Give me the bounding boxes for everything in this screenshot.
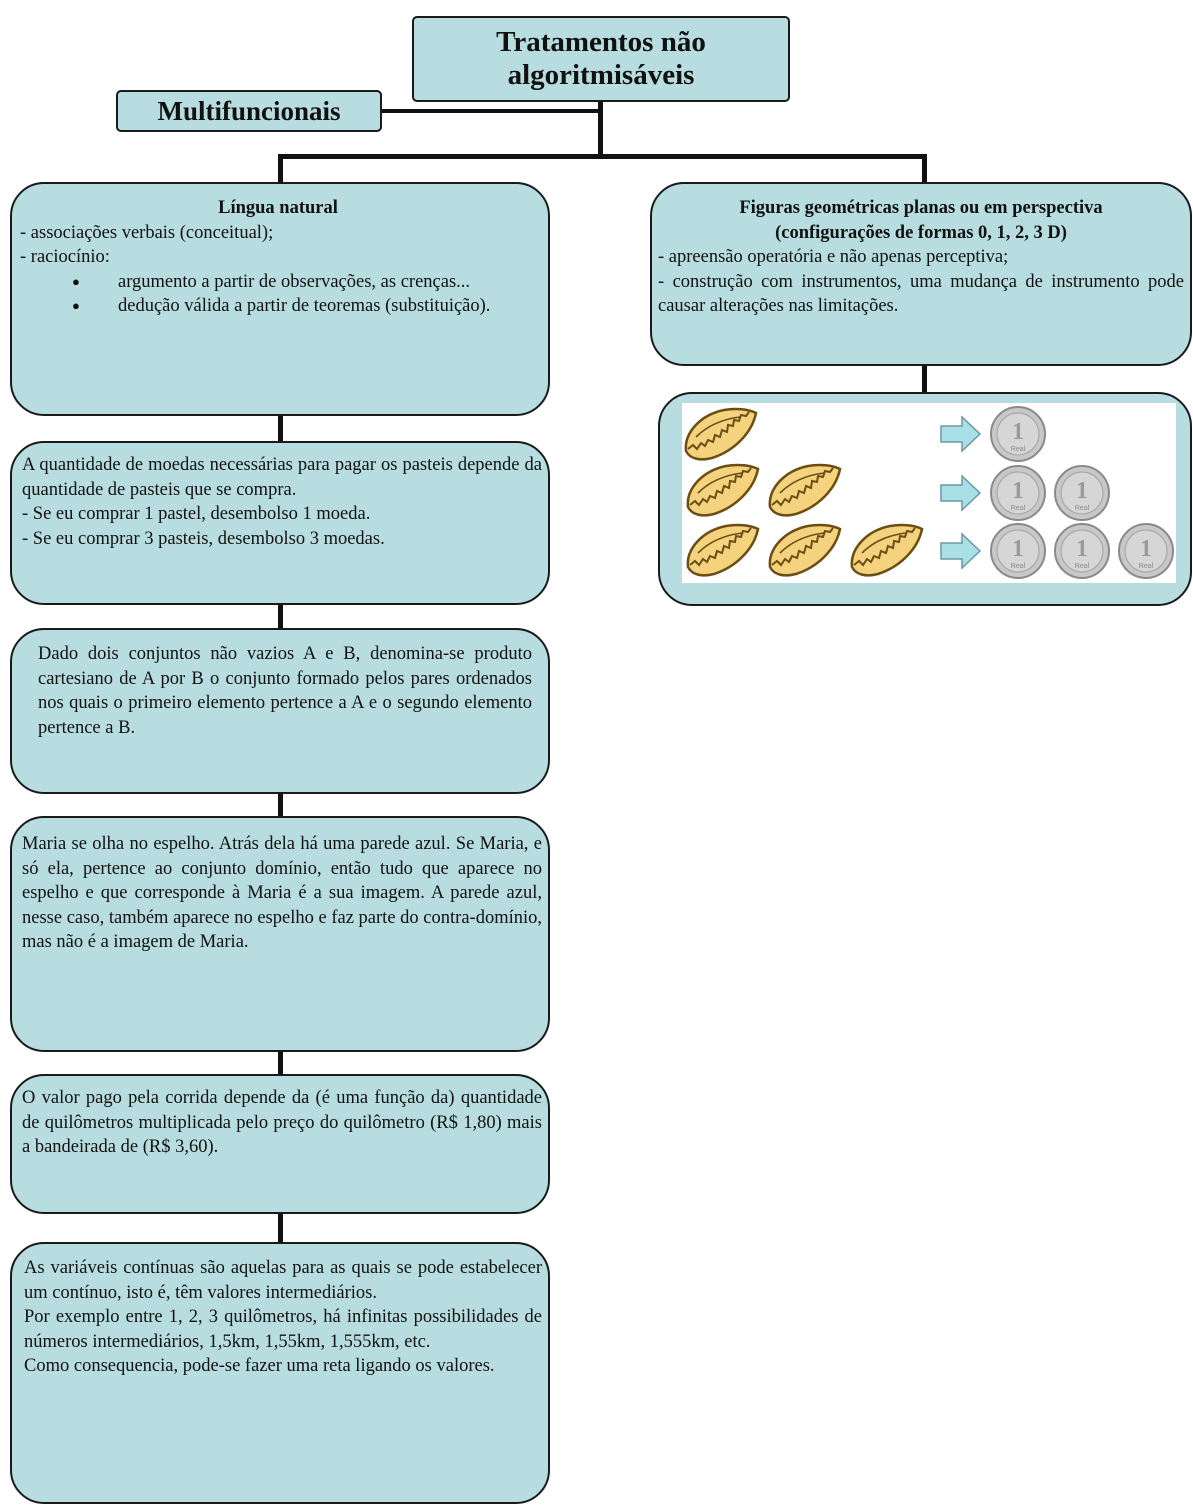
coin-icon	[1118, 523, 1174, 579]
pastel-icon	[686, 463, 760, 517]
connector-multifuncionais	[380, 109, 600, 113]
arrow-icon	[940, 475, 981, 511]
lingua-natural-line1: - associações verbais (conceitual);	[20, 222, 274, 243]
connector-1	[278, 414, 283, 444]
corrida-text: O valor pago pela corrida depende da (é …	[22, 1088, 542, 1157]
pasteis-coins-illustration: 1 Real	[682, 403, 1176, 583]
coin-icon	[990, 406, 1046, 462]
connector-4	[278, 1050, 283, 1076]
continuas-paragraph-1: As variáveis contínuas são aquelas para …	[24, 1258, 542, 1303]
maria-espelho-text: Maria se olha no espelho. Atrás dela há …	[22, 834, 542, 952]
root-title-line1: Tratamentos não	[496, 26, 706, 58]
arrow-icon	[940, 533, 981, 569]
maria-espelho-node: Maria se olha no espelho. Atrás dela há …	[10, 816, 550, 1052]
root-title-line2: algoritmisáveis	[507, 59, 695, 91]
figuras-title-line2: (configurações de formas 0, 1, 2, 3 D)	[775, 222, 1067, 243]
corrida-node: O valor pago pela corrida depende da (é …	[10, 1074, 550, 1214]
lingua-natural-line2: - raciocínio:	[20, 247, 110, 267]
coin-icon	[1054, 523, 1110, 579]
pasteis-node: A quantidade de moedas necessárias para …	[10, 441, 550, 605]
figuras-title-line1: Figuras geométricas planas ou em perspec…	[739, 198, 1103, 218]
produto-cartesiano-text: Dado dois conjuntos não vazios A e B, de…	[38, 644, 532, 738]
pastel-icon	[768, 523, 842, 577]
coin-icon	[1054, 465, 1110, 521]
variaveis-continuas-node: As variáveis contínuas são aquelas para …	[10, 1242, 550, 1504]
lingua-natural-node: Língua natural - associações verbais (co…	[10, 182, 550, 416]
connector-horizontal	[278, 154, 926, 159]
figuras-node: Figuras geométricas planas ou em perspec…	[650, 182, 1192, 366]
connector-right-down	[922, 154, 927, 184]
arrow-icon	[940, 416, 981, 452]
connector-left-down	[278, 154, 283, 184]
pasteis-line3: - Se eu comprar 3 pasteis, desembolso 3 …	[22, 528, 385, 549]
pastel-icon	[686, 523, 760, 577]
illustration-svg: 1 Real	[684, 406, 1174, 579]
bullet-item: argumento a partir de observações, as cr…	[72, 270, 536, 295]
connector-3	[278, 792, 283, 818]
connector-figuras-image	[922, 364, 927, 394]
multifuncionais-label: Multifuncionais	[157, 95, 341, 126]
pasteis-coins-image-node: 1 Real	[658, 392, 1192, 606]
continuas-paragraph-3: Como consequencia, pode-se fazer uma ret…	[24, 1356, 495, 1376]
root-node: Tratamentos não algoritmisáveis	[412, 16, 790, 102]
coin-icon	[990, 523, 1046, 579]
produto-cartesiano-node: Dado dois conjuntos não vazios A e B, de…	[10, 628, 550, 794]
continuas-paragraph-2: Por exemplo entre 1, 2, 3 quilômetros, h…	[24, 1307, 542, 1352]
lingua-natural-bullets: argumento a partir de observações, as cr…	[20, 270, 536, 319]
figuras-line1: - apreensão operatória e não apenas perc…	[658, 247, 1009, 267]
pasteis-line2: - Se eu comprar 1 pastel, desembolso 1 m…	[22, 504, 371, 524]
bullet-item: dedução válida a partir de teoremas (sub…	[72, 294, 536, 319]
pastel-icon	[768, 463, 842, 517]
coin-icon	[990, 465, 1046, 521]
multifuncionais-node: Multifuncionais	[116, 90, 382, 132]
pastel-icon	[850, 523, 924, 577]
lingua-natural-title: Língua natural	[218, 198, 338, 218]
connector-root-down	[598, 100, 603, 157]
connector-2	[278, 604, 283, 630]
figuras-line2: - construção com instrumentos, uma mudan…	[658, 271, 1184, 317]
pastel-icon	[684, 407, 758, 461]
connector-5	[278, 1212, 283, 1244]
pasteis-paragraph: A quantidade de moedas necessárias para …	[22, 455, 542, 500]
